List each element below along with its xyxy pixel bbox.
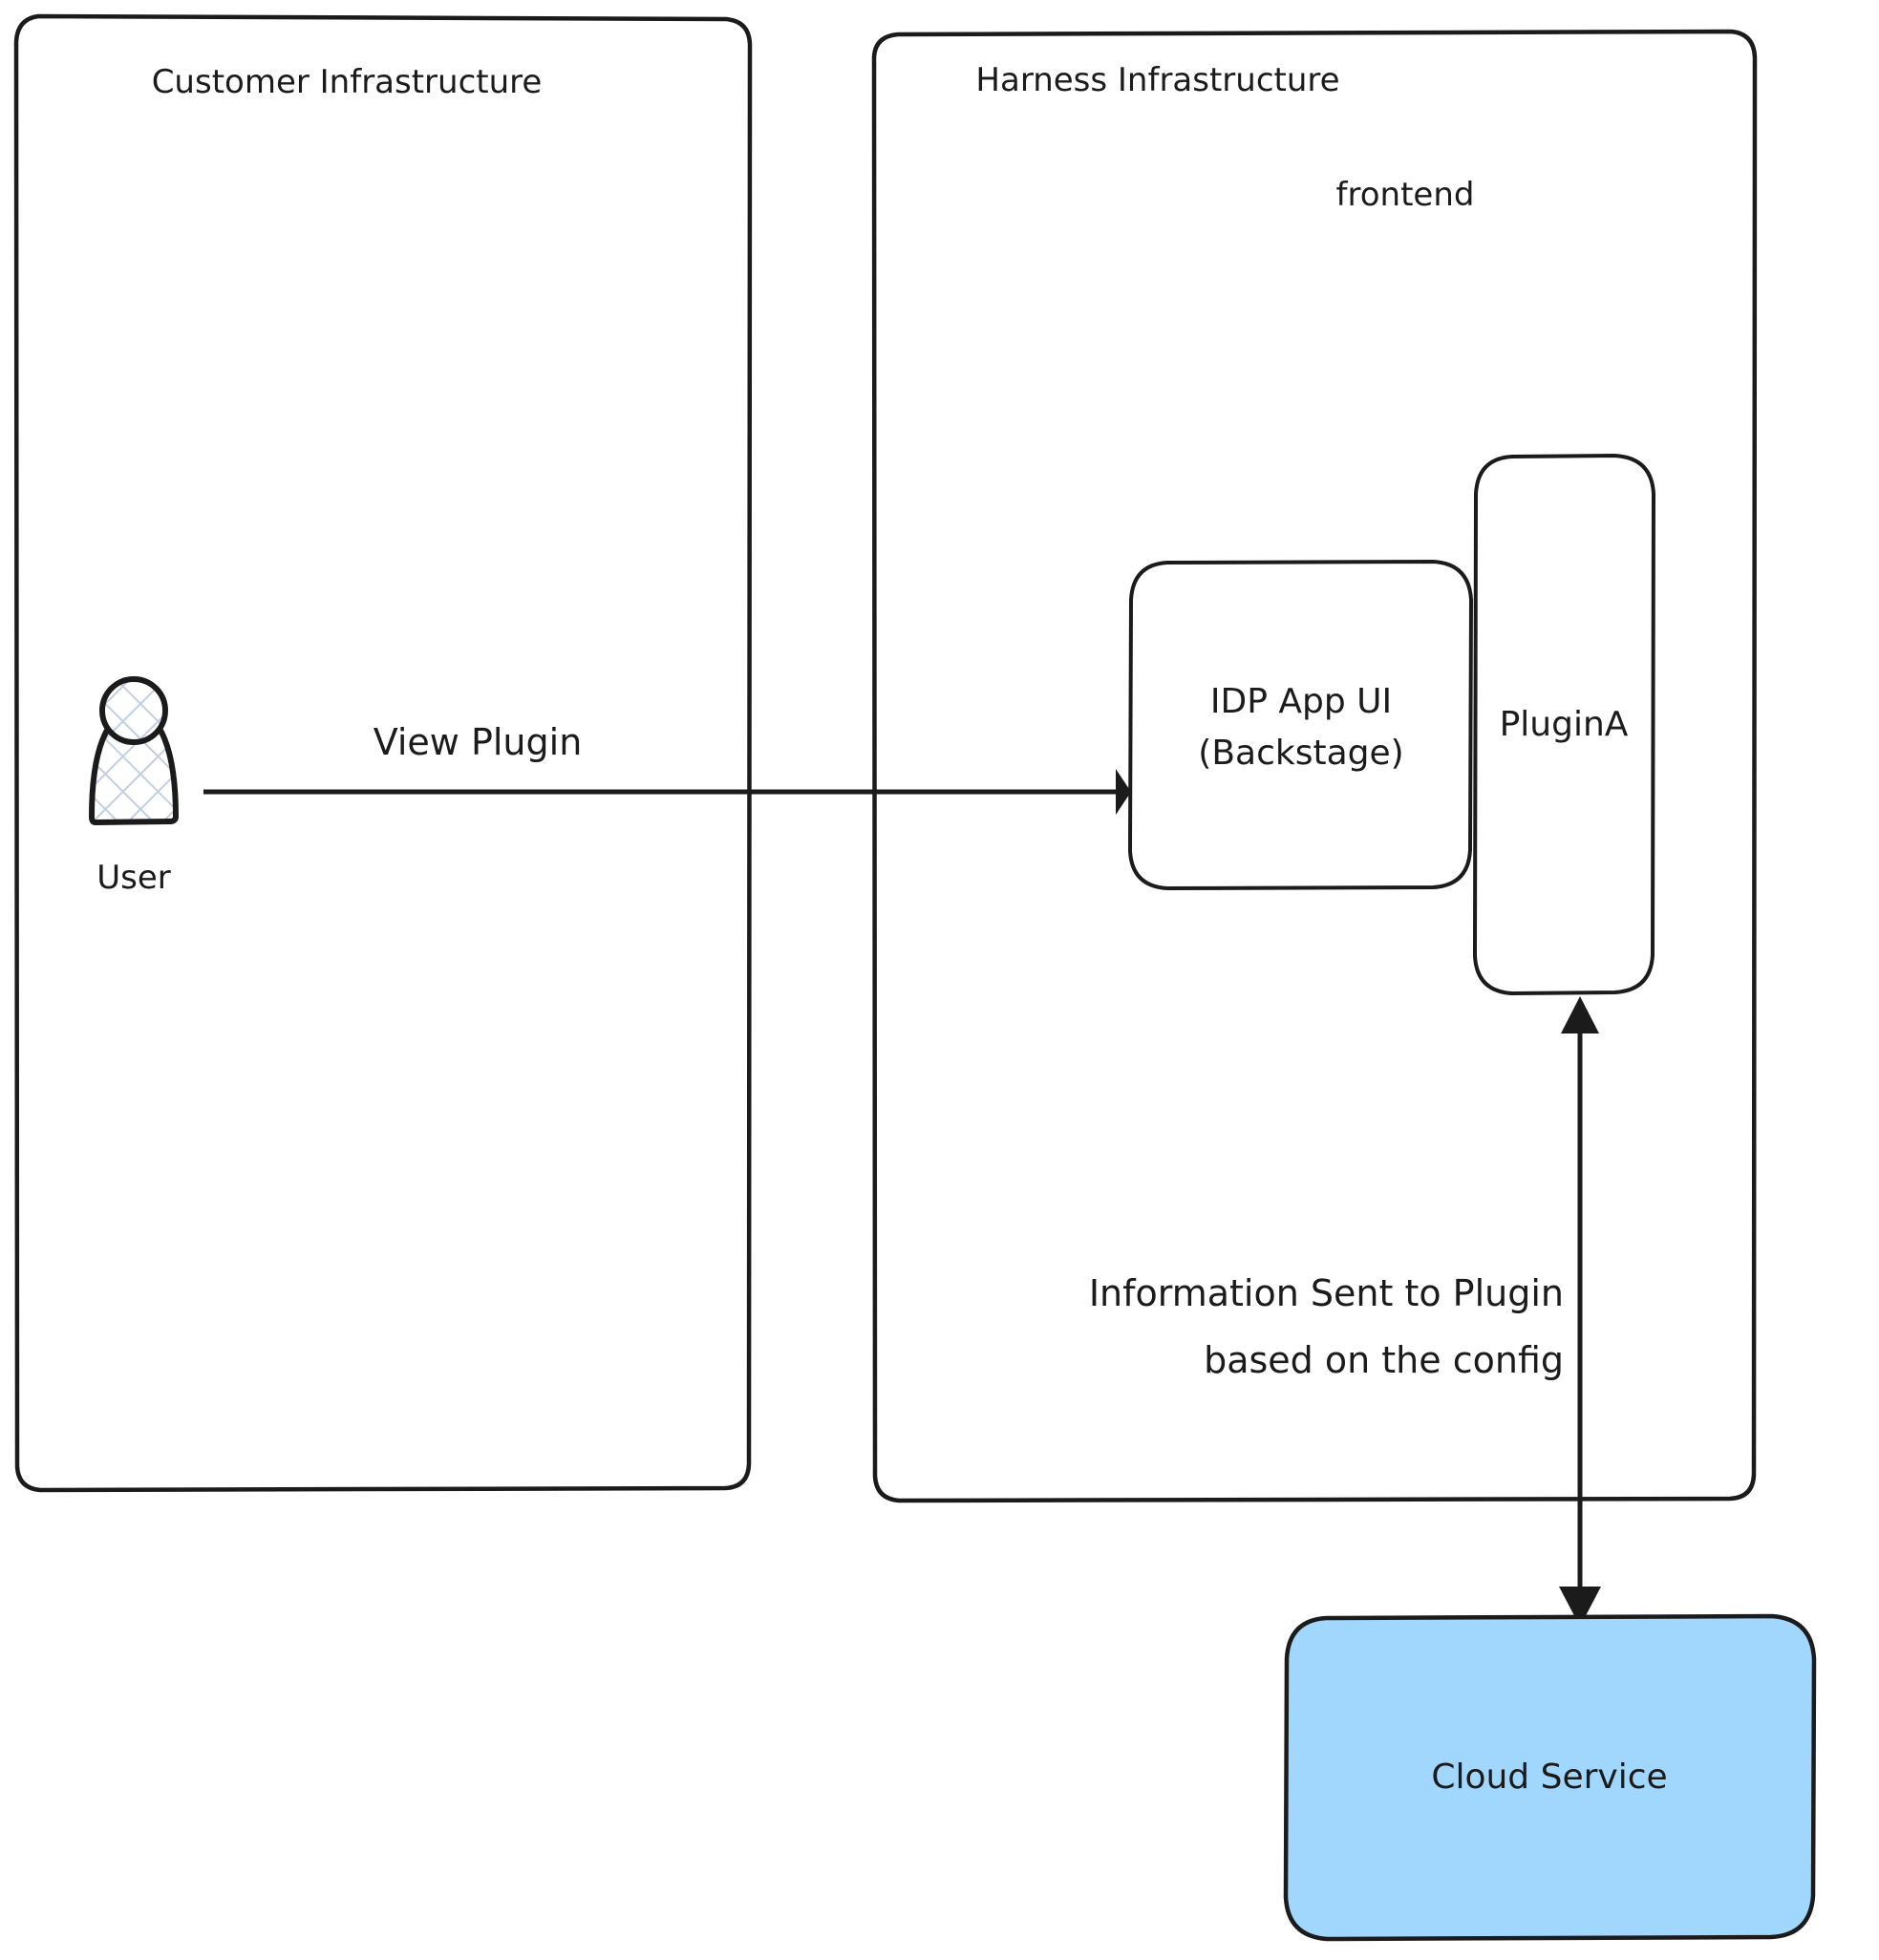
edge-cloud-to-plugin-arrowhead-up bbox=[1561, 996, 1599, 1033]
node-idp-app-ui[interactable] bbox=[1128, 560, 1473, 890]
user-head bbox=[99, 676, 168, 745]
edge-user-to-idp-label: View Plugin bbox=[374, 721, 583, 763]
cloud-service-label: Cloud Service bbox=[1431, 1758, 1667, 1797]
node-cloud-service[interactable] bbox=[1283, 1613, 1817, 1942]
edge-user-to-idp-arrowhead bbox=[1116, 769, 1131, 815]
customer-infrastructure-label: Customer Infrastructure bbox=[152, 63, 543, 101]
harness-infrastructure-label: Harness Infrastructure bbox=[975, 61, 1339, 99]
frontend-label: frontend bbox=[1336, 176, 1475, 214]
node-user[interactable] bbox=[89, 676, 179, 825]
idp-app-ui-label-line2: (Backstage) bbox=[1198, 734, 1403, 773]
user-label: User bbox=[96, 859, 171, 897]
plugin-a-label: PluginA bbox=[1500, 705, 1629, 744]
customer-infrastructure-border bbox=[13, 13, 753, 1493]
container-customer-infrastructure[interactable] bbox=[13, 13, 753, 1493]
edge-user-to-idp[interactable] bbox=[203, 769, 1131, 815]
plugin-a-border bbox=[1473, 454, 1655, 995]
edge-cloud-to-plugin[interactable] bbox=[1559, 996, 1601, 1627]
edge-cloud-to-plugin-label-line1: Information Sent to Plugin bbox=[1089, 1272, 1564, 1314]
idp-app-ui-border bbox=[1128, 560, 1473, 890]
node-plugin-a[interactable] bbox=[1473, 454, 1655, 995]
edge-cloud-to-plugin-label-line2: based on the config bbox=[1204, 1339, 1564, 1381]
idp-app-ui-label-line1: IDP App UI bbox=[1210, 682, 1392, 721]
cloud-service-border bbox=[1283, 1613, 1817, 1942]
edge-cloud-to-plugin-arrowhead-down bbox=[1559, 1587, 1601, 1627]
